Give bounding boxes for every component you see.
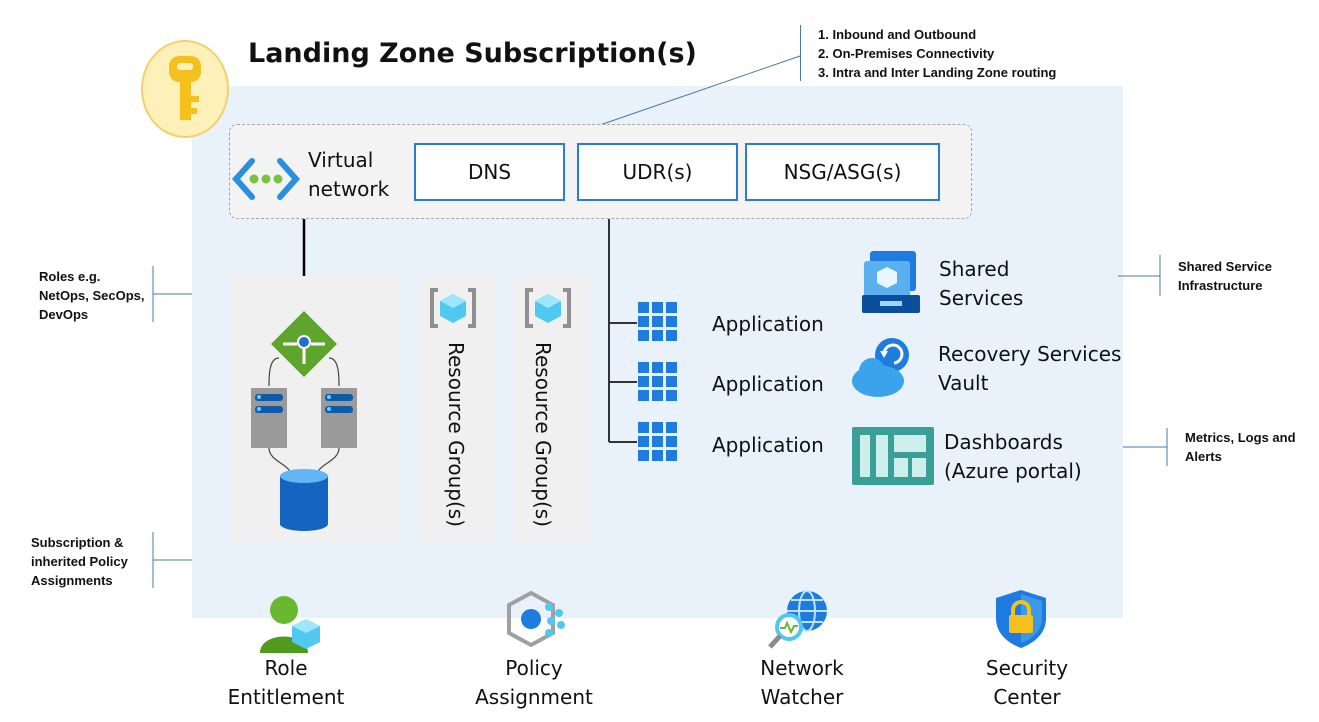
network-watcher-label: Network Watcher — [712, 654, 892, 712]
recovery-vault-icon — [852, 338, 909, 397]
virtual-network-label-line: network — [308, 177, 390, 201]
role-entitlement-label-line: Role — [264, 656, 308, 680]
shared-infra-note: Shared Service Infrastructure — [1178, 257, 1272, 295]
virtual-network-icon — [232, 158, 300, 200]
network-watcher-icon — [768, 590, 827, 649]
metrics-note-line: Alerts — [1185, 449, 1222, 464]
routing-note-bracket — [800, 25, 801, 81]
resource-group-label: Resource Group(s) — [444, 342, 468, 527]
virtual-network-label: Virtual network — [308, 146, 389, 204]
server-icon — [321, 388, 357, 448]
udr-box: UDR(s) — [577, 143, 738, 201]
routing-note-line: 1. Inbound and Outbound — [818, 27, 977, 42]
nsg-asg-box: NSG/ASG(s) — [745, 143, 940, 201]
application-icon — [638, 302, 677, 341]
shared-infra-note-line: Shared Service — [1178, 259, 1272, 274]
dashboard-icon — [852, 427, 934, 485]
roles-note-line: DevOps — [39, 307, 89, 322]
virtual-network-label-line: Virtual — [308, 148, 374, 172]
roles-note: Roles e.g. NetOps, SecOps, DevOps — [39, 267, 144, 324]
routing-note-line: 2. On-Premises Connectivity — [818, 46, 995, 61]
policy-note-line: Assignments — [31, 573, 113, 588]
recovery-vault-label-line: Vault — [938, 371, 989, 395]
policy-assignment-label-line: Assignment — [475, 685, 593, 709]
dashboards-label: Dashboards (Azure portal) — [944, 428, 1082, 486]
policy-note: Subscription & inherited Policy Assignme… — [31, 533, 128, 590]
network-watcher-label-line: Watcher — [760, 685, 844, 709]
page-title: Landing Zone Subscription(s) — [248, 38, 697, 69]
policy-assignment-label: Policy Assignment — [444, 654, 624, 712]
policy-assignment-label-line: Policy — [505, 656, 563, 680]
resource-group-label: Resource Group(s) — [531, 342, 555, 527]
server-icon — [251, 388, 287, 448]
application-icon — [638, 422, 677, 461]
security-center-icon — [996, 590, 1046, 648]
network-watcher-label-line: Network — [760, 656, 844, 680]
role-entitlement-label: Role Entitlement — [196, 654, 376, 712]
shared-services-label: Shared Services — [939, 255, 1023, 313]
shared-services-label-line: Services — [939, 286, 1024, 310]
application-label: Application — [712, 433, 824, 457]
shared-services-icon — [862, 251, 920, 313]
security-center-label: Security Center — [937, 654, 1117, 712]
resource-group-icon — [525, 288, 571, 328]
shared-infra-note-line: Infrastructure — [1178, 278, 1263, 293]
workload-diagram — [251, 311, 357, 531]
role-entitlement-label-line: Entitlement — [227, 685, 345, 709]
application-icon — [638, 362, 677, 401]
resource-group-icon — [430, 288, 476, 328]
recovery-vault-label: Recovery Services Vault — [938, 340, 1121, 398]
application-label: Application — [712, 372, 824, 396]
security-center-label-line: Center — [993, 685, 1061, 709]
dashboards-label-line: (Azure portal) — [944, 459, 1082, 483]
subscription-key-badge — [141, 40, 229, 138]
routing-note: 1. Inbound and Outbound 2. On-Premises C… — [818, 25, 1056, 82]
security-center-label-line: Security — [985, 656, 1069, 680]
shared-services-label-line: Shared — [939, 257, 1010, 281]
policy-note-line: inherited Policy — [31, 554, 128, 569]
load-balancer-icon — [271, 311, 337, 377]
recovery-vault-label-line: Recovery Services — [938, 342, 1122, 366]
policy-note-line: Subscription & — [31, 535, 124, 550]
key-icon — [169, 56, 201, 120]
roles-note-line: Roles e.g. — [39, 269, 101, 284]
application-label: Application — [712, 312, 824, 336]
policy-icon — [507, 590, 565, 648]
dns-box: DNS — [414, 143, 565, 201]
metrics-note-line: Metrics, Logs and — [1185, 430, 1296, 445]
metrics-note: Metrics, Logs and Alerts — [1185, 428, 1296, 466]
database-icon — [280, 469, 328, 531]
roles-note-line: NetOps, SecOps, — [39, 288, 145, 303]
dashboards-label-line: Dashboards — [944, 430, 1063, 454]
routing-note-line: 3. Intra and Inter Landing Zone routing — [818, 65, 1057, 80]
role-entitlement-icon — [260, 596, 320, 653]
